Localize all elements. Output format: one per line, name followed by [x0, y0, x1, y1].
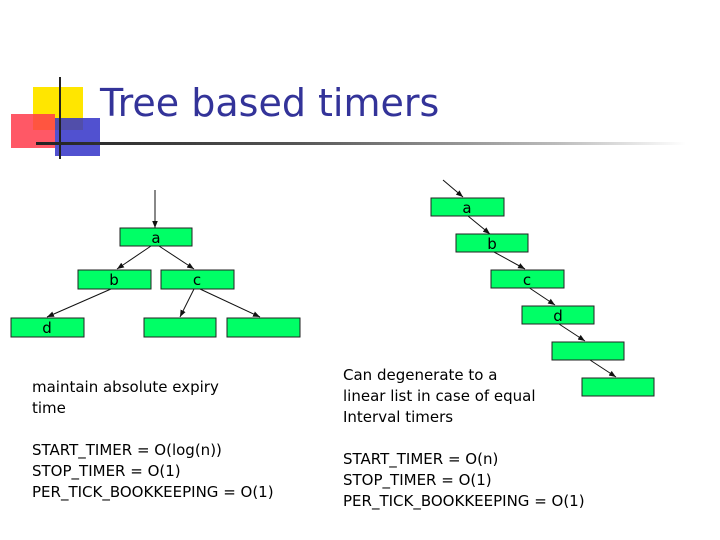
- tree-edge-a-b: [116, 245, 152, 270]
- tree-start-timer: START_TIMER = O(log(n)): [32, 441, 222, 459]
- list-node-e: [551, 341, 625, 361]
- tree-node-d: d: [10, 317, 85, 338]
- list-node-d: d: [521, 305, 595, 325]
- list-node-f: [581, 377, 655, 397]
- tree-node-a: a: [119, 227, 193, 247]
- tree-node-c-label: c: [193, 271, 201, 289]
- list-note-line2: linear list in case of equal: [343, 387, 536, 405]
- slide-title: Tree based timers: [100, 81, 440, 125]
- list-edge-e-f: [589, 359, 617, 378]
- list-node-a: a: [430, 197, 505, 217]
- tree-edge-b-d: [46, 288, 112, 318]
- tree-node-leaf1: [143, 317, 217, 338]
- spacer: [343, 428, 585, 449]
- list-note-line3: Interval timers: [343, 408, 454, 426]
- tree-notes: maintain absolute expiry time START_TIME…: [32, 377, 274, 503]
- list-node-b: b: [455, 233, 529, 253]
- tree-node-d-label: d: [42, 319, 52, 337]
- list-edge-d-e: [558, 323, 586, 342]
- title-underline: [36, 142, 686, 145]
- tree-note-line2: time: [32, 399, 66, 417]
- decor-blue-square: [55, 118, 100, 156]
- list-start-timer: START_TIMER = O(n): [343, 450, 499, 468]
- tree-node-leaf2: [226, 317, 301, 338]
- tree-per-tick: PER_TICK_BOOKKEEPING = O(1): [32, 483, 274, 501]
- list-stop-timer: STOP_TIMER = O(1): [343, 471, 492, 489]
- list-node-d-label: d: [553, 307, 563, 325]
- tree-node-c: c: [160, 269, 235, 290]
- list-node-a-label: a: [462, 199, 471, 217]
- list-edge-entry-a: [442, 179, 464, 198]
- list-edge-b-c: [493, 251, 526, 270]
- list-edge-a-b: [467, 215, 491, 235]
- tree-edge-a-c: [158, 245, 195, 270]
- tree-note-line1: maintain absolute expiry: [32, 378, 219, 396]
- tree-node-b-label: b: [109, 271, 119, 289]
- spacer: [32, 419, 274, 440]
- list-node-c: c: [490, 269, 565, 289]
- tree-edge-c-leaf2: [199, 288, 261, 318]
- list-notes: Can degenerate to a linear list in case …: [343, 365, 585, 512]
- decor-vertical-line: [59, 77, 61, 159]
- tree-diagram: a b c d: [10, 190, 301, 338]
- list-node-b-label: b: [487, 235, 497, 253]
- tree-node-a-label: a: [151, 229, 160, 247]
- tree-node-b: b: [77, 269, 152, 290]
- list-edge-c-d: [527, 286, 556, 306]
- list-diagram: a b c d: [430, 179, 655, 397]
- list-per-tick: PER_TICK_BOOKKEEPING = O(1): [343, 492, 585, 510]
- list-node-c-label: c: [523, 271, 531, 289]
- tree-edge-c-leaf1: [179, 288, 195, 318]
- list-note-line1: Can degenerate to a: [343, 366, 498, 384]
- tree-stop-timer: STOP_TIMER = O(1): [32, 462, 181, 480]
